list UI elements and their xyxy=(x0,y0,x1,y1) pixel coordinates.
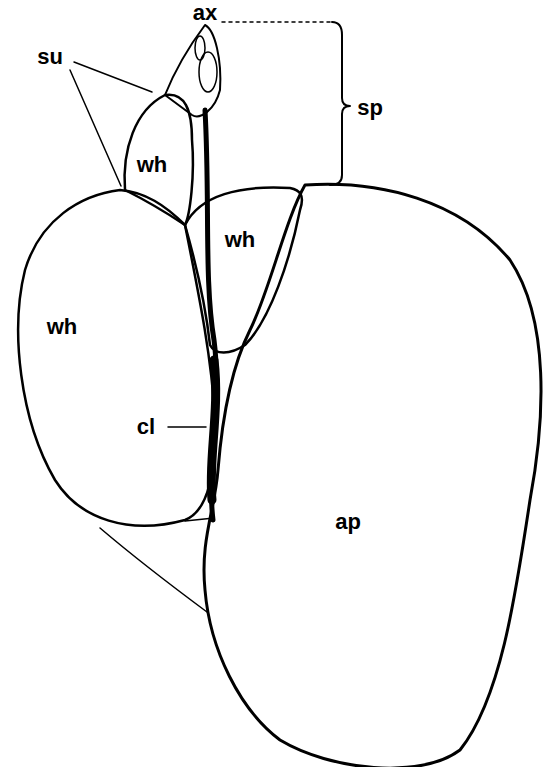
suture-label: su xyxy=(37,46,63,68)
whorl-label: wh xyxy=(47,316,78,338)
whorl-label: wh xyxy=(137,154,168,176)
spire-label: sp xyxy=(357,97,383,119)
aperture-label: ap xyxy=(335,511,361,533)
whorl-label: wh xyxy=(225,229,256,251)
columella-label: cl xyxy=(137,416,155,438)
axis-label: ax xyxy=(193,2,217,24)
